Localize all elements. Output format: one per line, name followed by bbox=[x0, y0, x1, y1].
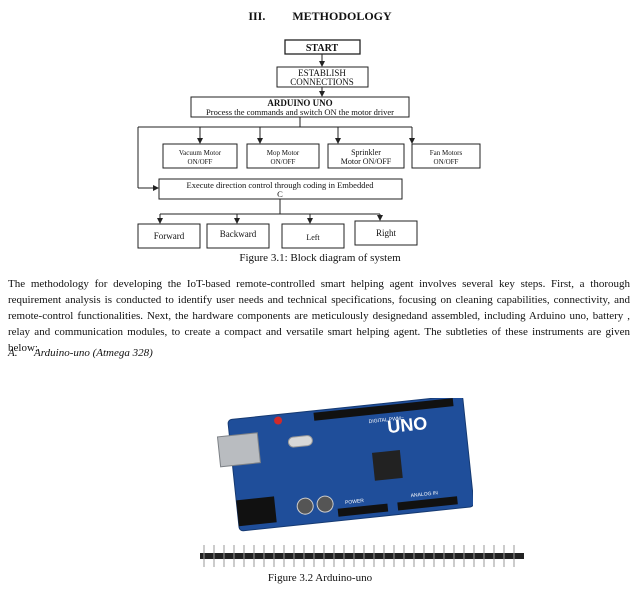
board-brand: UNO bbox=[386, 413, 428, 437]
direction-box-left bbox=[281, 223, 345, 249]
direction-right: Right bbox=[376, 228, 397, 238]
direction-label-1: Execute direction control through coding… bbox=[187, 180, 375, 190]
start-label: START bbox=[306, 43, 339, 54]
direction-label-2: C bbox=[277, 189, 283, 199]
direction-forward: Forward bbox=[154, 231, 185, 241]
direction-backward: Backward bbox=[220, 229, 257, 239]
motor-sprinkler-2: Motor ON/OFF bbox=[341, 157, 392, 166]
establish-label-1: ESTABLISH bbox=[298, 68, 346, 78]
arduino-uno-image: UNO DIGITAL PWM~ POWER ANALOG IN bbox=[216, 398, 473, 532]
section-heading: III. METHODOLOGY bbox=[0, 9, 640, 24]
motor-box-fan bbox=[411, 143, 481, 169]
capacitor-2 bbox=[316, 495, 334, 513]
motor-sprinkler-1: Sprinkler bbox=[351, 148, 381, 157]
direction-left: Left bbox=[306, 233, 320, 242]
subsection-title: Arduino-uno (Atmega 328) bbox=[34, 347, 153, 359]
atmega-chip bbox=[371, 449, 403, 481]
subsection-heading: A. Arduino-uno (Atmega 328) bbox=[8, 347, 153, 359]
pcb-board bbox=[227, 398, 473, 532]
section-title: METHODOLOGY bbox=[292, 9, 392, 23]
motor-vacuum-2: ON/OFF bbox=[188, 158, 213, 166]
board-digital-label: DIGITAL PWM~ bbox=[368, 415, 404, 425]
dc-jack bbox=[236, 496, 277, 527]
board-analog-label: ANALOG IN bbox=[410, 490, 438, 499]
power-header bbox=[337, 503, 389, 517]
arduino-label: ARDUINO UNO bbox=[267, 98, 332, 108]
analog-header bbox=[397, 496, 458, 511]
motor-fan-2: ON/OFF bbox=[434, 158, 459, 166]
direction-box-backward bbox=[206, 223, 270, 249]
crystal bbox=[287, 435, 313, 448]
figure2-caption: Figure 3.2 Arduino-uno bbox=[267, 572, 373, 584]
block-diagram: START ESTABLISH CONNECTIONS ARDUINO UNO … bbox=[137, 39, 481, 249]
section-number: III. bbox=[248, 9, 266, 23]
capacitor-1 bbox=[296, 497, 314, 515]
motor-fan-1: Fan Motors bbox=[430, 149, 463, 157]
direction-box-right bbox=[354, 220, 418, 246]
subsection-letter: A. bbox=[8, 347, 18, 359]
figure1-caption: Figure 3.1: Block diagram of system bbox=[239, 252, 401, 264]
motor-mop-1: Mop Motor bbox=[267, 149, 300, 157]
methodology-paragraph: The methodology for developing the IoT-b… bbox=[8, 278, 630, 354]
establish-label-2: CONNECTIONS bbox=[290, 77, 354, 87]
pin-header-strip bbox=[200, 545, 524, 567]
digital-header bbox=[313, 398, 454, 421]
direction-box-forward bbox=[137, 223, 201, 249]
usb-port bbox=[216, 432, 261, 468]
reset-button bbox=[274, 416, 283, 425]
board-power-label: POWER bbox=[345, 498, 365, 506]
motor-mop-2: ON/OFF bbox=[271, 158, 296, 166]
motor-box-vacuum bbox=[162, 143, 238, 169]
motor-vacuum-1: Vacuum Motor bbox=[179, 149, 222, 157]
arduino-sub-label: Process the commands and switch ON the m… bbox=[206, 107, 394, 117]
motor-box-sprinkler bbox=[327, 143, 405, 169]
motor-box-mop bbox=[246, 143, 320, 169]
